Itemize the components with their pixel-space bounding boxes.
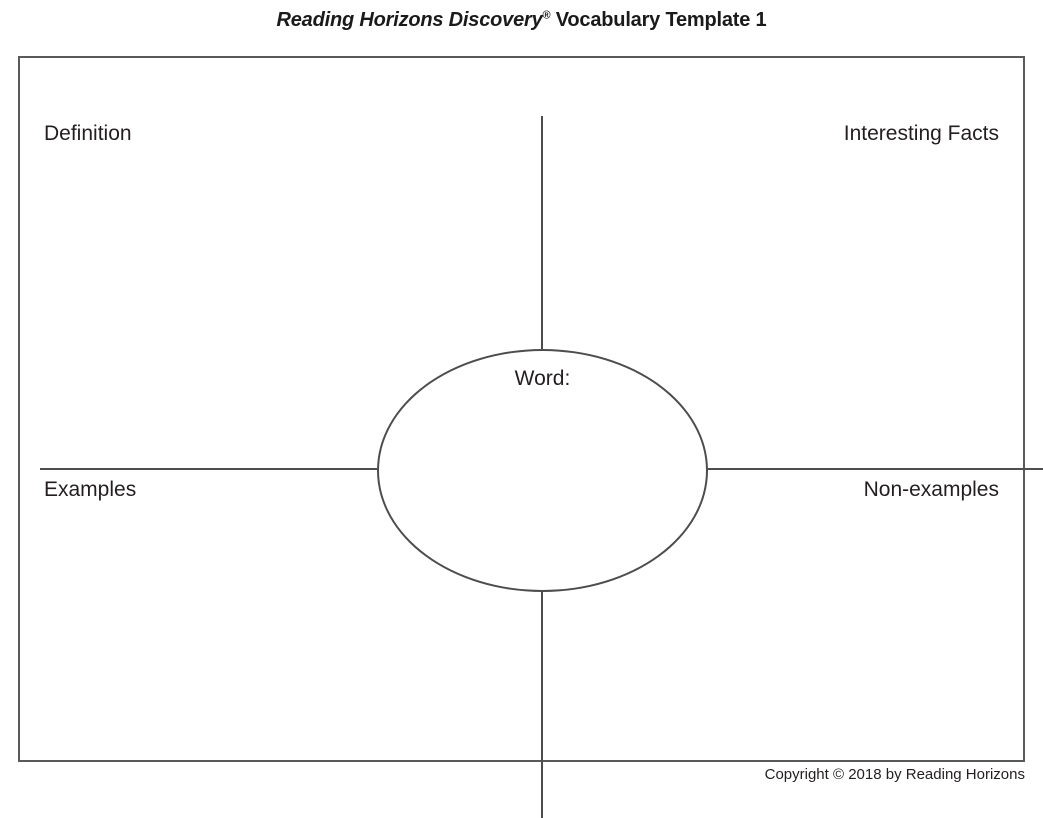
copyright-notice: Copyright © 2018 by Reading Horizons	[764, 766, 1025, 783]
divider-horizontal-left	[40, 468, 377, 470]
writing-area-definition[interactable]	[22, 114, 541, 468]
template-frame: Definition Interesting Facts Examples No…	[18, 56, 1043, 818]
vocabulary-template-page: Reading Horizons Discovery® Vocabulary T…	[0, 9, 1043, 818]
quadrant-label-examples: Examples	[44, 478, 137, 501]
page-title-subtitle: Vocabulary Template 1	[550, 9, 767, 31]
writing-area-interesting-facts[interactable]	[543, 114, 1023, 468]
divider-vertical-top	[541, 116, 543, 350]
page-title-brand: Reading Horizons Discovery	[276, 9, 543, 31]
writing-area-non-examples[interactable]	[543, 470, 1023, 760]
divider-vertical-bottom	[541, 591, 543, 818]
center-ellipse-shape	[377, 349, 708, 592]
quadrant-label-interesting-facts: Interesting Facts	[843, 122, 999, 145]
quadrant-label-definition: Definition	[44, 122, 132, 145]
quadrant-label-non-examples: Non-examples	[863, 478, 999, 501]
page-title: Reading Horizons Discovery® Vocabulary T…	[0, 9, 1043, 32]
divider-horizontal-right	[708, 468, 1043, 470]
writing-area-examples[interactable]	[22, 470, 541, 760]
center-word-label: Word:	[514, 367, 571, 390]
registered-trademark-icon: ®	[542, 9, 551, 22]
